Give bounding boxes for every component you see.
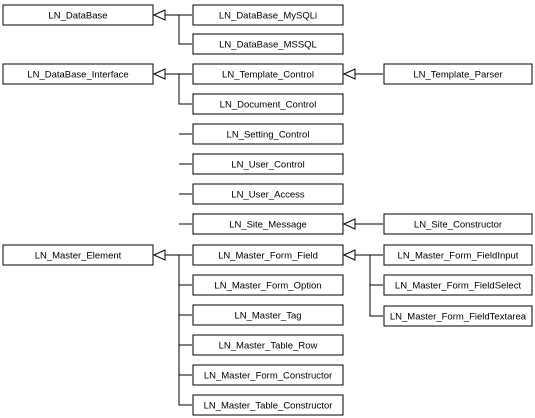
node-ln-master-form-constructor: LN_Master_Form_Constructor <box>192 364 344 386</box>
node-label: LN_Template_Parser <box>413 70 502 81</box>
node-label: LN_Master_Form_Option <box>214 281 321 292</box>
node-ln-master-element: LN_Master_Element <box>2 244 154 266</box>
arrow-to-template-control <box>342 68 356 80</box>
arrowheads <box>152 9 356 261</box>
arrow-to-database <box>152 9 166 21</box>
edge-master-field-children <box>355 254 383 317</box>
node-ln-template-control: LN_Template_Control <box>192 63 344 85</box>
node-label: LN_DataBase_MSSQL <box>219 40 317 51</box>
edge-interface-children <box>165 73 192 225</box>
node-ln-master-form-fieldinput: LN_Master_Form_FieldInput <box>383 244 533 266</box>
node-label: LN_User_Access <box>231 190 305 201</box>
node-label: LN_DataBase_MySQLi <box>219 11 317 22</box>
node-ln-document-control: LN_Document_Control <box>192 93 344 115</box>
node-ln-setting-control: LN_Setting_Control <box>192 123 344 145</box>
node-label: LN_Master_Form_FieldTextarea <box>390 312 527 323</box>
node-ln-site-constructor: LN_Site_Constructor <box>383 213 533 235</box>
node-label: LN_Master_Form_FieldSelect <box>395 281 522 292</box>
node-label: LN_DataBase_Interface <box>27 70 128 81</box>
node-label: LN_Master_Form_FieldInput <box>398 251 519 262</box>
node-label: LN_Master_Form_Field <box>218 251 318 262</box>
edges <box>165 14 383 406</box>
node-label: LN_Document_Control <box>220 100 317 111</box>
node-label: LN_Master_Tag <box>234 311 301 322</box>
node-ln-site-message: LN_Site_Message <box>192 213 344 235</box>
node-label: LN_Setting_Control <box>227 130 310 141</box>
node-ln-user-access: LN_User_Access <box>192 183 344 205</box>
node-label: LN_Template_Control <box>222 70 314 81</box>
node-ln-master-table-row: LN_Master_Table_Row <box>192 334 344 356</box>
node-ln-master-form-field: LN_Master_Form_Field <box>192 244 344 266</box>
node-ln-database: LN_DataBase <box>2 4 154 26</box>
node-ln-user-control: LN_User_Control <box>192 153 344 175</box>
node-ln-master-form-option: LN_Master_Form_Option <box>192 274 344 296</box>
nodes: LN_DataBase LN_DataBase_MySQLi LN_DataBa… <box>2 4 533 416</box>
arrow-to-master-element <box>152 249 166 261</box>
arrow-to-database-interface <box>152 68 166 80</box>
node-label: LN_DataBase <box>48 11 107 22</box>
node-label: LN_Master_Element <box>35 251 122 262</box>
node-label: LN_User_Control <box>231 160 304 171</box>
node-ln-database-interface: LN_DataBase_Interface <box>2 63 154 85</box>
node-label: LN_Master_Table_Constructor <box>204 401 333 412</box>
node-ln-database-mssql: LN_DataBase_MSSQL <box>192 33 344 55</box>
node-ln-template-parser: LN_Template_Parser <box>383 63 533 85</box>
node-ln-master-form-fieldselect: LN_Master_Form_FieldSelect <box>383 274 533 296</box>
edge-database-children <box>165 14 192 45</box>
arrow-to-master-form-field <box>342 249 356 261</box>
edge-master-element-children <box>165 254 192 406</box>
node-label: LN_Site_Message <box>229 220 307 231</box>
arrow-to-site-message <box>342 218 356 230</box>
node-ln-master-form-fieldtextarea: LN_Master_Form_FieldTextarea <box>383 305 533 327</box>
node-ln-database-mysqli: LN_DataBase_MySQLi <box>192 4 344 26</box>
node-label: LN_Site_Constructor <box>414 220 502 231</box>
node-ln-master-tag: LN_Master_Tag <box>192 304 344 326</box>
node-label: LN_Master_Form_Constructor <box>204 371 332 382</box>
node-label: LN_Master_Table_Row <box>219 341 318 352</box>
node-ln-master-table-constructor: LN_Master_Table_Constructor <box>192 394 344 416</box>
